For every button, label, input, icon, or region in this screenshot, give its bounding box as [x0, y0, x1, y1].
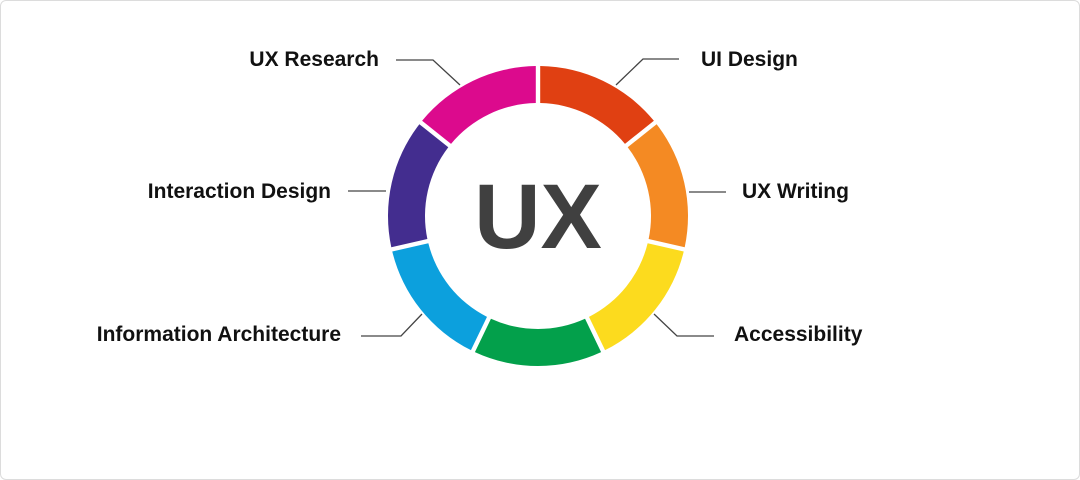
ring-segment-unlabeled: [474, 318, 602, 366]
label-ux-research: UX Research: [249, 48, 379, 71]
ring-segment-ux-writing: [627, 124, 688, 248]
label-ui-design: UI Design: [701, 48, 798, 71]
ring-segment-ui-design: [540, 66, 654, 144]
label-interaction-design: Interaction Design: [147, 180, 331, 203]
leader-line-information-architecture: [361, 313, 423, 337]
leader-line-ui-design: [615, 58, 679, 86]
ring-segment-interaction-design: [387, 124, 449, 248]
center-label: UX: [474, 166, 602, 268]
leader-line-accessibility: [653, 313, 714, 337]
ring-segment-ux-research: [422, 66, 536, 144]
ring-segment-information-architecture: [392, 243, 487, 351]
ring-segment-accessibility: [589, 243, 684, 351]
label-accessibility: Accessibility: [734, 323, 863, 346]
label-information-architecture: Information Architecture: [96, 323, 341, 346]
label-ux-writing: UX Writing: [742, 180, 849, 203]
leader-line-ux-research: [396, 59, 461, 86]
